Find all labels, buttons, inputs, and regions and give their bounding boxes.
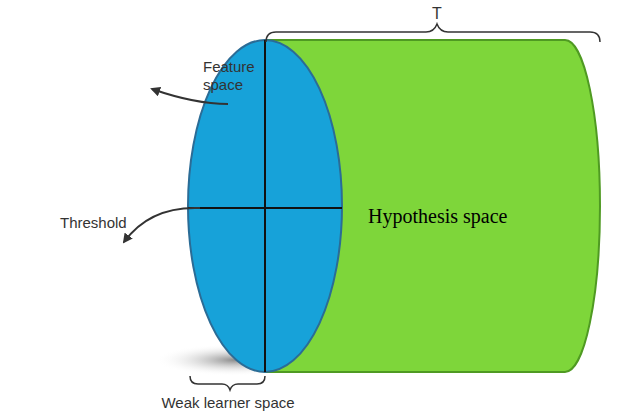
threshold-divider bbox=[188, 207, 342, 209]
node-text: Hypothesis space bbox=[368, 205, 508, 228]
weak-learner-brace bbox=[190, 376, 265, 390]
threshold-label: Threshold bbox=[60, 214, 127, 232]
cylinder-face bbox=[188, 40, 342, 372]
feature-divider bbox=[264, 40, 266, 372]
weak-learner-label: Weak learner space bbox=[161, 394, 294, 412]
hypothesis-space-node: Hypothesis space bbox=[362, 202, 514, 231]
leader-arrow bbox=[124, 208, 200, 242]
length-brace bbox=[266, 24, 600, 42]
feature-space-label: Feature space bbox=[203, 58, 265, 94]
length-label: T bbox=[432, 4, 442, 23]
